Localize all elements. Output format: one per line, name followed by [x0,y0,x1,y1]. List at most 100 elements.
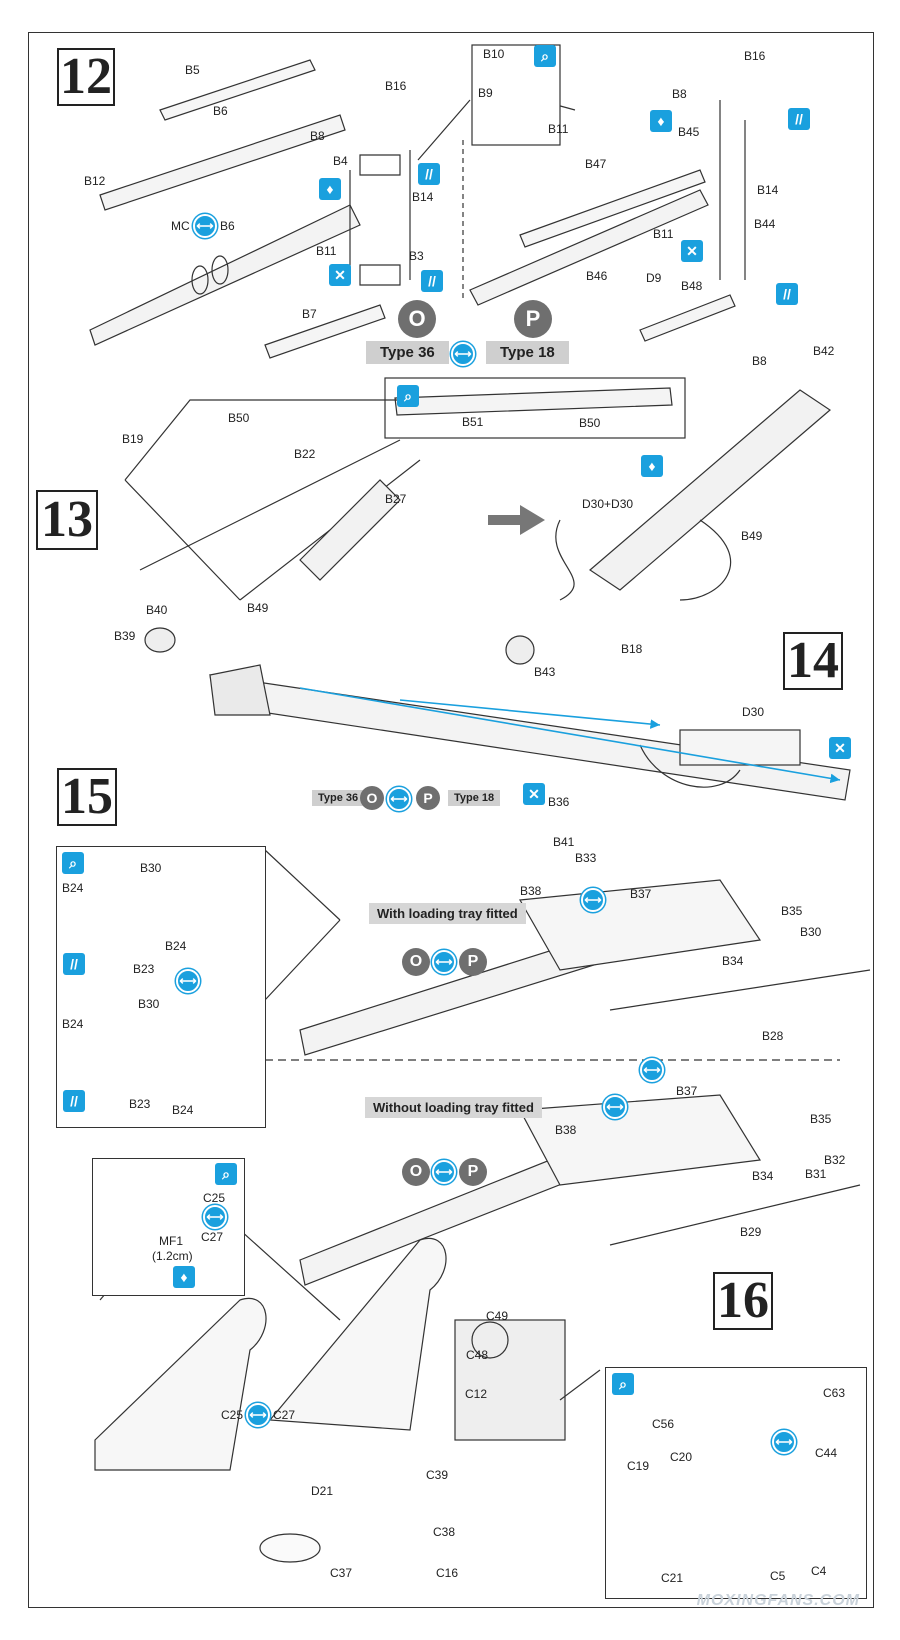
part-label: B50 [579,416,601,430]
part-label: B49 [247,601,269,615]
part-label: C27 [273,1408,296,1422]
barrel-type18 [469,169,709,306]
gun-with-tray [299,879,871,1056]
part-label: B11 [548,122,569,136]
part-label: C25 [221,1408,244,1422]
gearbox-inset-panel [605,1367,867,1599]
optional-icon: ⟷ [246,1403,270,1427]
part-label: B32 [824,1153,846,1167]
cement-icon: // [63,1090,85,1112]
part-label: C12 [465,1387,488,1401]
part-label: B46 [586,269,608,283]
part-label: B37 [630,887,652,901]
step-number-14: 14 [783,632,843,690]
part-label: B8 [752,354,767,368]
part-label: B39 [114,629,136,643]
optional-icon: ⟷ [432,950,456,974]
part-label: B23 [129,1097,151,1111]
part-label: B8 [310,129,325,143]
part-label: C20 [670,1450,693,1464]
part-label: C19 [627,1459,650,1473]
optional-icon: ⟷ [432,1160,456,1184]
part-label: B29 [740,1225,762,1239]
part-label: B36 [548,795,570,809]
part-label: B38 [520,884,542,898]
part-label: MF1 [159,1234,183,1248]
part-label: B23 [133,962,155,976]
part-label: B35 [810,1112,832,1126]
part-label: B41 [553,835,575,849]
part-label: B19 [122,432,144,446]
variant-p-circle: P [459,1158,487,1186]
part-label: B45 [678,125,700,139]
remove-icon: ✕ [329,264,351,286]
barrel-b5 [159,59,316,121]
part-label: B51 [462,415,484,429]
part-label: D9 [646,271,662,285]
part-label: C4 [811,1564,827,1578]
part-label: B24 [165,939,187,953]
part-label: C5 [770,1569,786,1583]
side-shield-left [94,1297,267,1471]
carriage-frame [124,399,421,601]
gun-assembly-14 [209,664,851,801]
part-label: B12 [84,174,106,188]
optional-icon: ⟷ [387,787,411,811]
remove-icon: ✕ [681,240,703,262]
part-label: B28 [762,1029,784,1043]
part-label: D30+D30 [582,497,634,511]
part-label: B11 [316,244,337,258]
part-label: B31 [805,1167,827,1181]
gun-without-tray [299,1094,861,1286]
part-label: B16 [385,79,407,93]
gearbox [454,1319,566,1441]
barrel-assembled [89,204,361,346]
cement-icon: // [63,953,85,975]
watermark: MOXINGFANS.COM [696,1592,860,1609]
cement-icon: // [418,163,440,185]
variant-o-circle: O [402,948,430,976]
part-label: B47 [585,157,607,171]
glue-icon: ⌕ [215,1163,237,1185]
part-label: B27 [385,492,407,506]
optional-icon: ⟷ [603,1095,627,1119]
part-label: B14 [412,190,434,204]
step-number-12: 12 [57,48,115,106]
part-label: B24 [62,1017,84,1031]
type18-tag: Type 18 [448,790,501,806]
part-label: C48 [466,1348,489,1362]
step-number-16: 16 [713,1272,773,1330]
glue-icon: ⌕ [534,45,556,67]
part-label: B7 [302,307,317,321]
paint-icon: ♦ [173,1266,195,1288]
cradle-b7 [264,304,386,359]
variant-o-circle: O [402,1158,430,1186]
part-label: B43 [534,665,556,679]
optional-icon: ⟷ [451,342,475,366]
variant-o-circle: O [360,786,384,810]
part-label: C38 [433,1525,456,1539]
variant-p-circle: P [459,948,487,976]
part-label: B48 [681,279,703,293]
variant-p-circle: P [514,300,552,338]
part-label: B42 [813,344,835,358]
type18-tag: Type 18 [486,341,569,364]
part-label: B50 [228,411,250,425]
part-label: C56 [652,1417,675,1431]
part-label: B18 [621,642,643,656]
part-label: B9 [478,86,493,100]
part-label: C39 [426,1468,449,1482]
variant-o-circle: O [398,300,436,338]
type36-tag: Type 36 [366,341,449,364]
part-label: B4 [333,154,348,168]
barrel-mounted-13 [555,389,831,601]
optional-icon: ⟷ [640,1058,664,1082]
part-label: B44 [754,217,776,231]
part-label: B33 [575,851,597,865]
remove-icon: ✕ [829,737,851,759]
caption-with-tray: With loading tray fitted [369,903,526,924]
part-label: B35 [781,904,803,918]
part-label: C27 [201,1230,224,1244]
optional-icon: ⟷ [581,888,605,912]
